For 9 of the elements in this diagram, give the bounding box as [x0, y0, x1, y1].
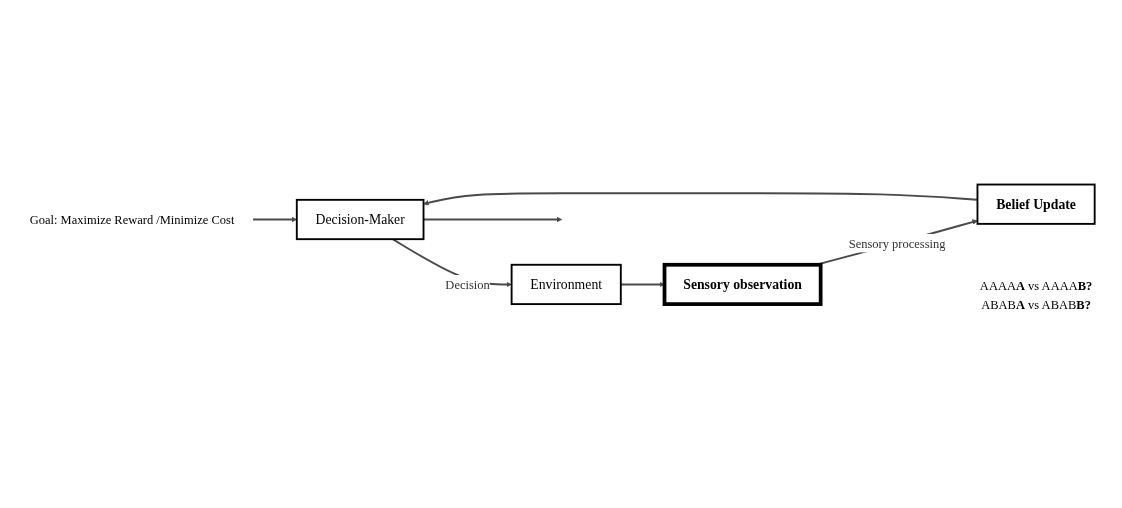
node-box: Belief Update [976, 183, 1096, 225]
node-box: Decision-Maker [295, 198, 425, 241]
node-text: Goal: Maximize Reward /Minimize Cost [29, 212, 235, 227]
node-label: AAAAA vs AAAAB? [979, 279, 1093, 293]
node-label: ABABA vs ABABB? [981, 297, 1091, 312]
node-box: Environment [510, 263, 622, 306]
node-box: Sensory observation [662, 262, 823, 306]
edge-label: Decision [445, 277, 490, 292]
edge-label: Sensory processing [848, 236, 946, 251]
